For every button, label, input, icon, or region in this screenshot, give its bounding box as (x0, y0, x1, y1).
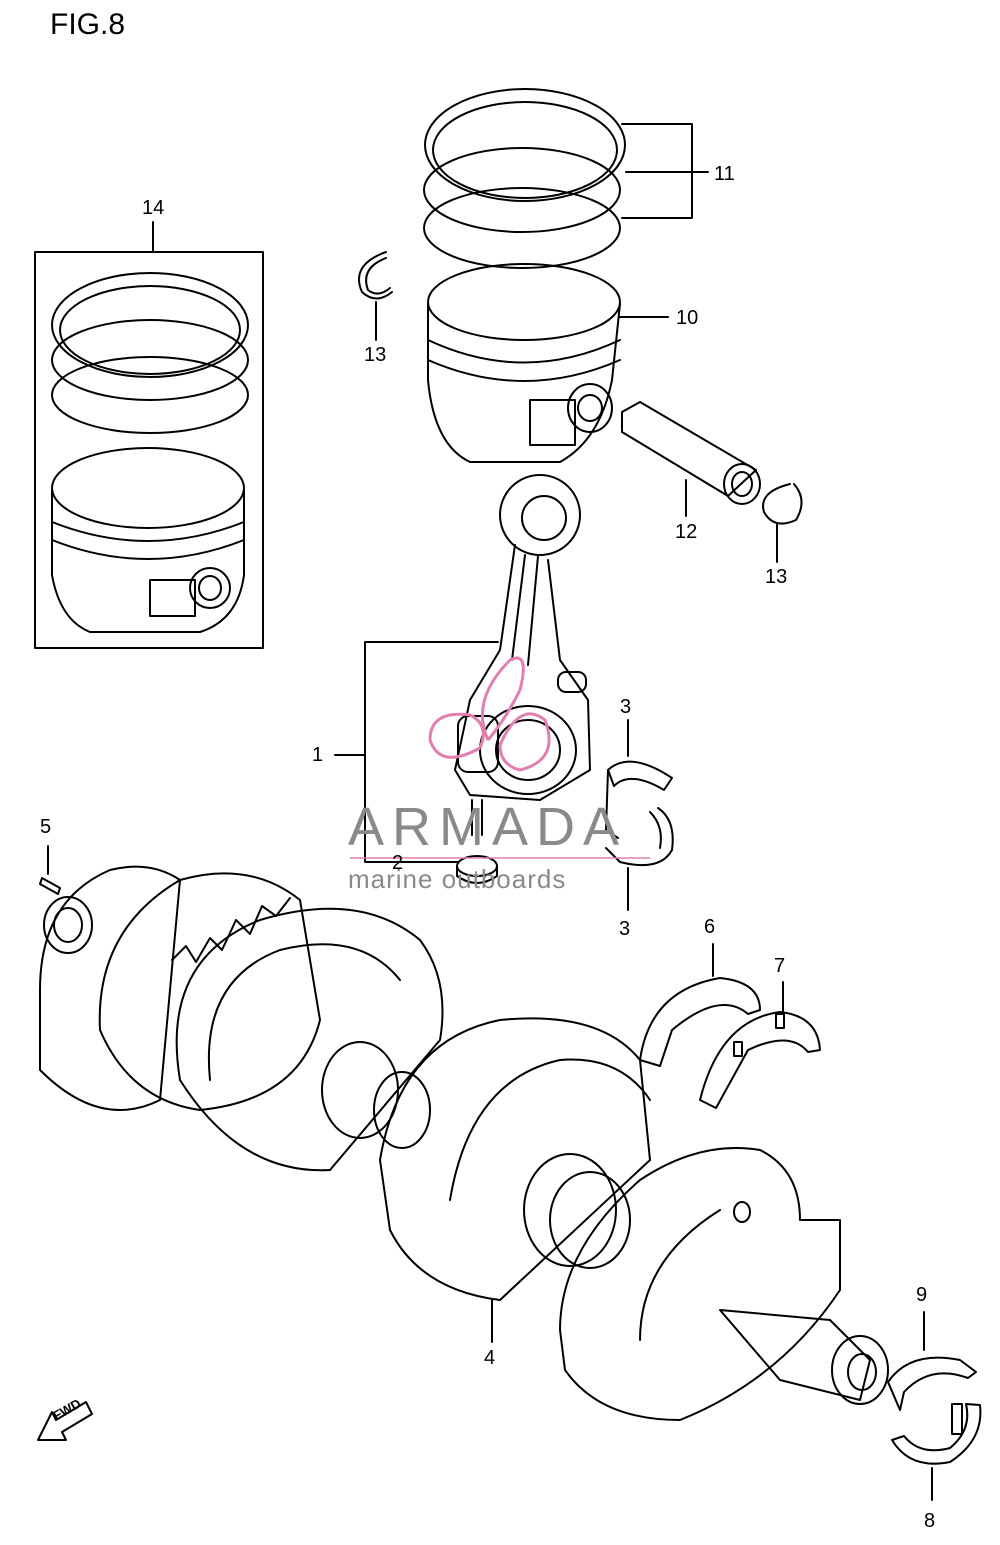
callout-8: 8 (924, 1510, 936, 1532)
figure-title: FIG.8 (50, 8, 126, 41)
thrust-bearing-6 (640, 944, 760, 1066)
callout-13-lower: 13 (765, 566, 788, 588)
callout-2: 2 (392, 852, 404, 874)
crankshaft (40, 867, 888, 1420)
callout-12: 12 (675, 521, 698, 543)
watermark-tagline: marine outboards (348, 864, 567, 894)
main-bearing-lower (892, 1404, 980, 1500)
fwd-arrow-icon (38, 1402, 92, 1440)
rod-bearing-lower (606, 808, 673, 910)
callout-11: 11 (714, 163, 735, 185)
callout-1: 1 (312, 744, 324, 766)
piston-kit-box (35, 222, 263, 648)
circlip-lower (763, 484, 801, 562)
circlip-upper (359, 252, 392, 340)
dowel-pin (40, 846, 60, 894)
piston-pin (622, 402, 760, 516)
callout-7: 7 (774, 955, 786, 977)
piston (428, 264, 668, 462)
callout-5: 5 (40, 816, 52, 838)
callout-9: 9 (916, 1284, 928, 1306)
armada-logo-icon (350, 658, 650, 858)
thrust-bearing-7 (700, 982, 820, 1108)
callout-13-upper: 13 (364, 344, 387, 366)
callout-10: 10 (676, 307, 699, 329)
callout-3-lower: 3 (619, 918, 631, 940)
rod-nut (457, 856, 497, 883)
main-bearing-upper (888, 1312, 976, 1410)
piston-rings (424, 89, 708, 268)
callout-4: 4 (484, 1347, 496, 1369)
callout-14: 14 (142, 197, 165, 219)
callout-3-upper: 3 (620, 696, 632, 718)
rod-bearing-upper (606, 720, 672, 838)
watermark-brand: ARMADA (348, 797, 628, 857)
callout-6: 6 (704, 916, 716, 938)
connecting-rod (335, 475, 590, 862)
